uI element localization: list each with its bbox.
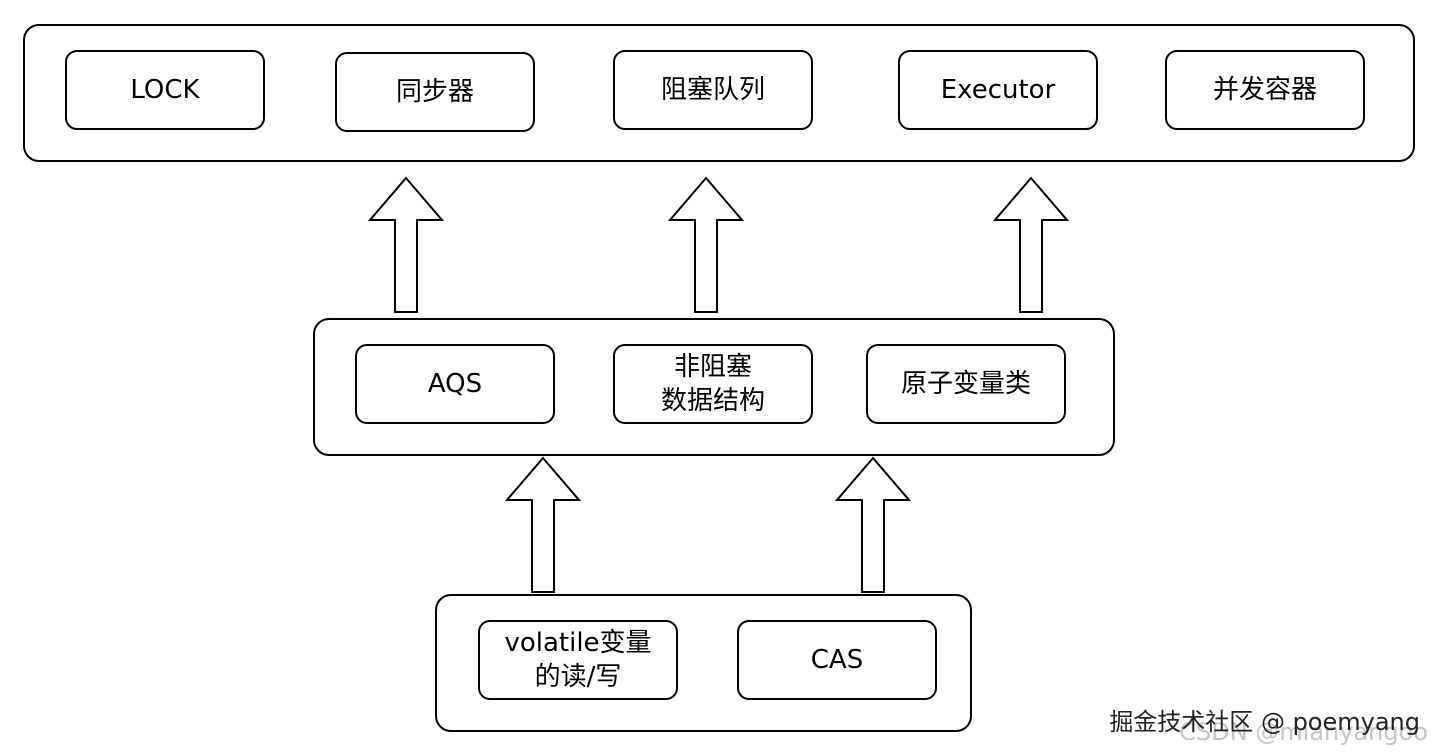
- up-arrow-5: [834, 456, 912, 593]
- cas-label: CAS: [810, 645, 864, 675]
- blocking-queue-label: 阻塞队列: [660, 75, 765, 105]
- cas-box: CAS: [737, 620, 937, 700]
- up-arrow-4: [504, 456, 582, 593]
- concurrent-container-box: 并发容器: [1165, 50, 1365, 130]
- synchronizer-label: 同步器: [395, 77, 474, 107]
- non-blocking-data-structure-box: 非阻塞 数据结构: [613, 344, 813, 424]
- executor-box: Executor: [898, 50, 1098, 130]
- executor-label: Executor: [940, 75, 1056, 105]
- lock-label: LOCK: [130, 75, 200, 105]
- volatile-read-write-label: volatile变量 的读/写: [504, 628, 652, 692]
- aqs-label: AQS: [427, 369, 483, 399]
- atomic-variable-class-box: 原子变量类: [866, 344, 1066, 424]
- atomic-variable-class-label: 原子变量类: [900, 369, 1031, 399]
- up-arrow-2: [667, 176, 745, 313]
- blocking-queue-box: 阻塞队列: [613, 50, 813, 130]
- aqs-box: AQS: [355, 344, 555, 424]
- volatile-read-write-box: volatile变量 的读/写: [478, 620, 678, 700]
- lock-box: LOCK: [65, 50, 265, 130]
- watermark-primary: 掘金技术社区 @ poemyang: [1109, 708, 1420, 736]
- concurrent-container-label: 并发容器: [1212, 75, 1317, 105]
- up-arrow-3: [992, 176, 1070, 313]
- up-arrow-1: [367, 176, 445, 313]
- watermark-secondary: CSDN @mianyangoo: [1179, 718, 1428, 746]
- non-blocking-data-structure-label: 非阻塞 数据结构: [660, 352, 765, 416]
- synchronizer-box: 同步器: [335, 52, 535, 132]
